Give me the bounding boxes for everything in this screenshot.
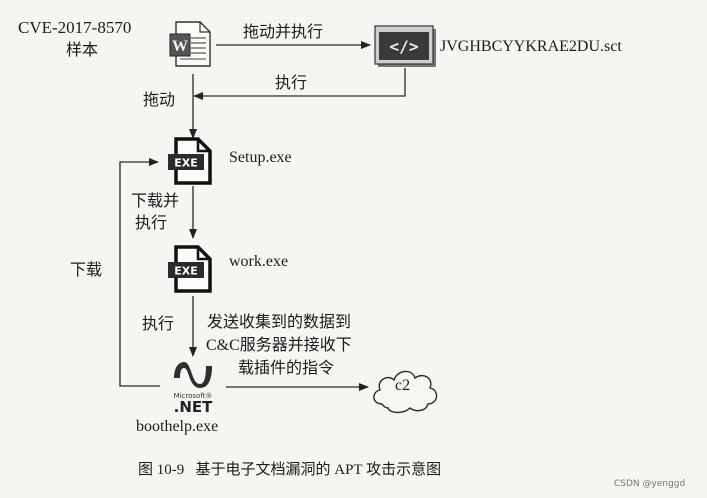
figure-caption: 图 10-9 基于电子文档漏洞的 APT 攻击示意图 [138,462,442,478]
arrow-download-loop [119,158,160,387]
edge-label-execute: 执行 [142,316,175,333]
edge-label-execute-back: 执行 [275,75,308,92]
edge-label-drag: 拖动 [143,92,176,109]
svg-text:EXE: EXE [174,157,198,170]
edge-label-download-execute-2: 执行 [135,215,168,232]
arrow-script-back [193,68,406,100]
c2-label: c2 [395,377,411,394]
sample-label-sample: 样本 [66,42,99,59]
exe-file-icon: EXE [168,245,212,293]
boothelp-exe-label: boothelp.exe [136,418,219,435]
svg-text:.NET: .NET [174,398,213,414]
edge-label-download-execute-1: 下载并 [131,193,180,210]
edge-label-report-2: C&C服务器并接收下 [206,337,352,354]
setup-exe-label: Setup.exe [229,149,292,166]
work-exe-label: work.exe [229,253,289,270]
cloud-icon [373,370,438,414]
dotnet-icon: Microsoft® .NET [174,362,213,414]
svg-text:EXE: EXE [174,265,198,278]
script-file-label: JVGHBCYYKRAE2DU.sct [440,38,622,55]
watermark: CSDN @yenggd [614,479,686,489]
edge-label-drag-execute: 拖动并执行 [243,24,324,41]
sample-label-cve: CVE-2017-8570 [18,18,132,37]
exe-file-icon: EXE [168,137,212,185]
svg-text:W: W [172,38,188,55]
svg-text:</>: </> [390,37,419,56]
edge-label-report-3: 载插件的指令 [238,360,335,377]
script-file-icon: </> [374,25,436,67]
svg-text:Microsoft®: Microsoft® [174,392,213,400]
edge-label-download: 下载 [70,262,103,279]
word-document-icon: W [169,21,211,67]
edge-label-report-1: 发送收集到的数据到 [207,314,352,331]
